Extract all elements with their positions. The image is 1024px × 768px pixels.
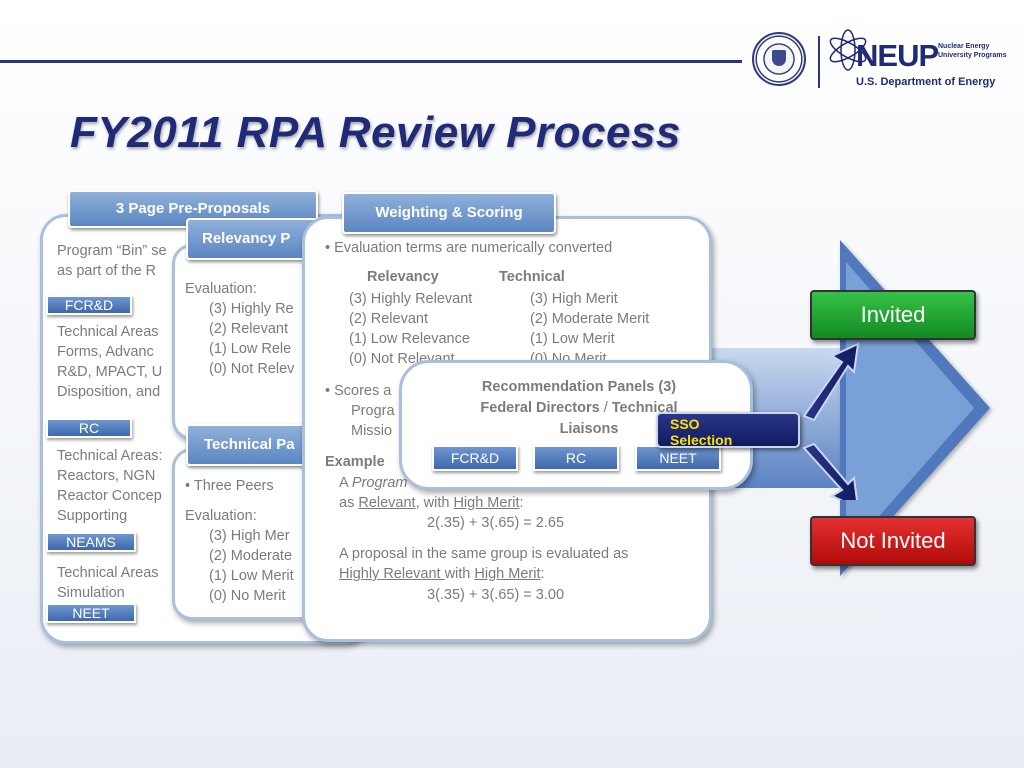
neup-logo: NEUP <box>856 38 939 73</box>
relevancy-item: (3) Highly Re <box>209 301 294 317</box>
fcrd-text: Disposition, and <box>57 384 161 400</box>
technical-item: (1) Low Merit <box>209 568 294 584</box>
branch-arrows-icon <box>802 342 860 500</box>
rc-tag: RC <box>46 418 132 438</box>
not-invited-box: Not Invited <box>810 516 976 566</box>
relevancy-score: (2) Relevant <box>349 311 428 327</box>
rec-fcrd-button: FCR&D <box>432 445 518 471</box>
atom-icon <box>829 29 867 71</box>
relevancy-item: (1) Low Rele <box>209 341 292 357</box>
relevancy-col-head: Relevancy <box>367 269 439 285</box>
header-rule <box>0 60 742 63</box>
relevancy-eval-label: Evaluation: <box>185 281 257 297</box>
example2-line-1: A proposal in the same group is evaluate… <box>339 546 629 562</box>
scores-line: Progra <box>351 403 395 419</box>
seal-eagle-icon <box>772 50 786 66</box>
neams-text: Simulation <box>57 585 125 601</box>
logo-divider <box>818 36 820 88</box>
fcrd-text: Forms, Advanc <box>57 344 154 360</box>
technical-score: (3) High Merit <box>530 291 618 307</box>
page-title: FY2011 RPA Review Process <box>70 108 681 157</box>
doe-label: U.S. Department of Energy <box>856 76 996 88</box>
example-calc-1: 2(.35) + 3(.65) = 2.65 <box>427 515 565 531</box>
relevancy-score: (1) Low Relevance <box>349 331 470 347</box>
recommendation-line3: Liaisons <box>559 421 619 437</box>
neet-tag: NEET <box>46 603 136 623</box>
panel1-line: Program “Bin” se <box>57 243 167 259</box>
recommendation-title: Recommendation Panels (3) <box>481 379 677 395</box>
fcrd-text: Technical Areas <box>57 324 159 340</box>
scores-bullet: • Scores a <box>325 383 392 399</box>
weighting-bullet: • Evaluation terms are numerically conve… <box>325 240 613 256</box>
technical-score: (2) Moderate Merit <box>530 311 650 327</box>
fcrd-text: R&D, MPACT, U <box>57 364 163 380</box>
fcrd-tag: FCR&D <box>46 295 132 315</box>
technical-bullet: • Three Peers <box>185 478 274 494</box>
neams-text: Technical Areas <box>57 565 159 581</box>
example-calc-2: 3(.35) + 3(.65) = 3.00 <box>427 587 565 603</box>
neams-tag: NEAMS <box>46 532 136 552</box>
sso-selection: SSO Selection <box>656 412 800 448</box>
weighting-header: Weighting & Scoring <box>342 192 556 234</box>
invited-box: Invited <box>810 290 976 340</box>
scores-line: Missio <box>351 423 393 439</box>
technical-item: (0) No Merit <box>209 588 286 604</box>
relevancy-score: (3) Highly Relevant <box>349 291 473 307</box>
rc-text: Technical Areas: <box>57 448 163 464</box>
technical-item: (3) High Mer <box>209 528 290 544</box>
relevancy-item: (0) Not Relev <box>209 361 295 377</box>
example2-line-2: Highly Relevant with High Merit: <box>339 566 545 582</box>
example-label: Example <box>325 454 385 470</box>
rec-rc-button: RC <box>533 445 619 471</box>
doe-seal-icon <box>752 32 806 86</box>
example-line-1: A Program <box>339 475 408 491</box>
example-line-2: as Relevant, with High Merit: <box>339 495 524 511</box>
panel1-line: as part of the R <box>57 263 157 279</box>
technical-score: (1) Low Merit <box>530 331 615 347</box>
technical-eval-label: Evaluation: <box>185 508 257 524</box>
rec-neet-button: NEET <box>635 445 721 471</box>
rc-text: Reactors, NGN <box>57 468 156 484</box>
rc-text: Supporting <box>57 508 128 524</box>
neup-subtitle: Nuclear Energy University Programs <box>938 43 1007 59</box>
rc-text: Reactor Concep <box>57 488 162 504</box>
technical-item: (2) Moderate <box>209 548 293 564</box>
technical-col-head: Technical <box>499 269 565 285</box>
relevancy-item: (2) Relevant <box>209 321 288 337</box>
